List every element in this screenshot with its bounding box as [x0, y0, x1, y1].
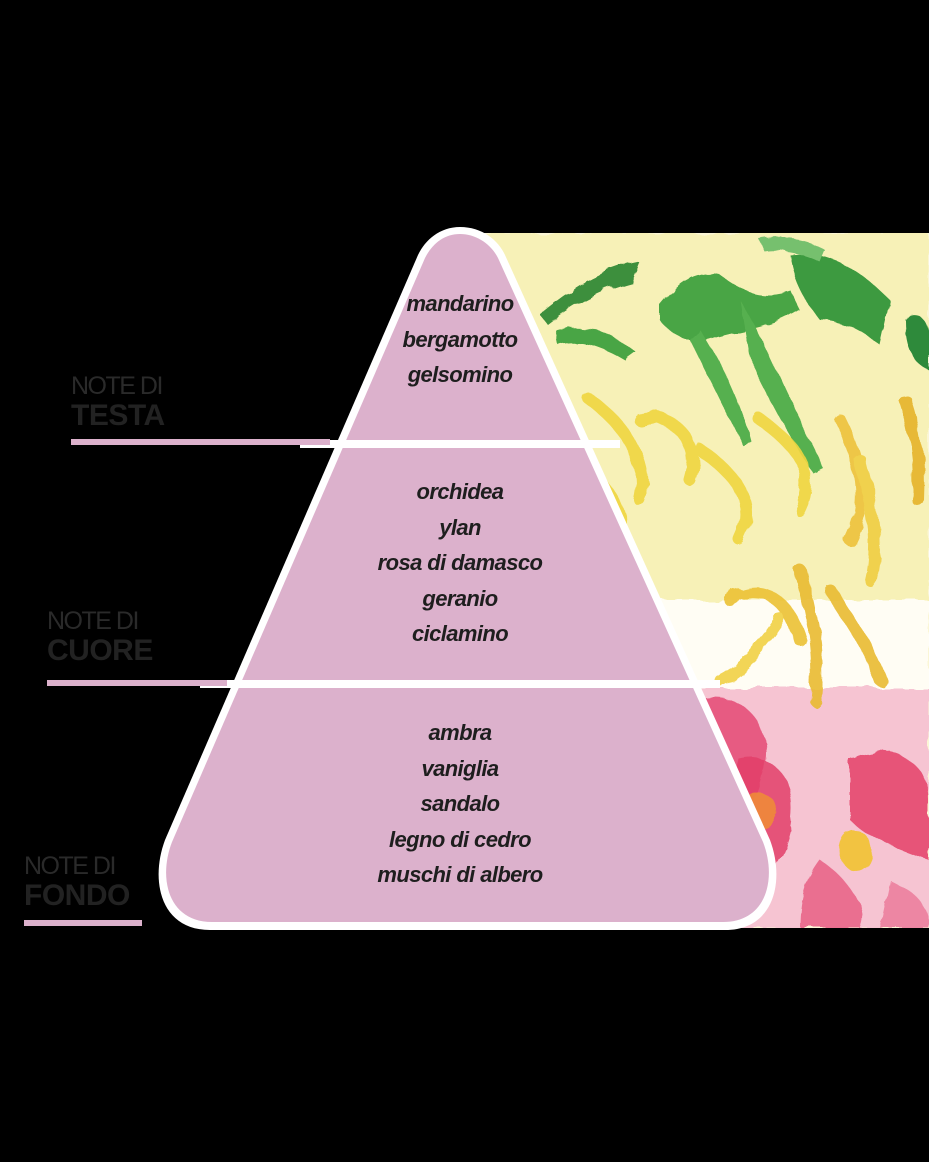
notes-list-testa: mandarino bergamotto gelsomino [340, 286, 580, 393]
tier-divider-middle [200, 680, 720, 688]
note-item: ciclamino [411, 621, 509, 646]
pyramid-fill [166, 234, 769, 922]
rule-cuore [47, 680, 227, 686]
notes-list-cuore: orchidea ylan rosa di damasco geranio ci… [300, 474, 620, 652]
note-item: vaniglia [421, 755, 499, 781]
tier-divider-top [300, 440, 620, 448]
note-item: geranio [422, 585, 498, 611]
tier-label-main: CUORE [47, 634, 153, 667]
tier-label-main: FONDO [24, 879, 130, 912]
rule-testa [71, 439, 330, 445]
tier-label-testa: NOTE DI TESTA [71, 374, 165, 431]
note-item: bergamotto [402, 326, 518, 352]
note-item: orchidea [416, 479, 505, 504]
tier-label-prefix: NOTE DI [71, 372, 163, 400]
tier-label-fondo: NOTE DI FONDO [24, 854, 130, 911]
tier-label-cuore: NOTE DI CUORE [47, 609, 153, 666]
yellow-ylang-flower-icon [584, 394, 925, 706]
note-item: mandarino [406, 291, 514, 316]
note-item: muschi di albero [377, 862, 543, 887]
note-item: gelsomino [407, 362, 513, 387]
notes-list-fondo: ambra vaniglia sandalo legno di cedro mu… [300, 715, 620, 893]
note-item: legno di cedro [389, 826, 532, 852]
tier-label-prefix: NOTE DI [47, 607, 139, 635]
note-item: ambra [428, 720, 492, 745]
note-item: ylan [439, 514, 481, 540]
tier-label-main: TESTA [71, 399, 165, 432]
note-item: sandalo [420, 791, 501, 816]
rule-fondo [24, 920, 142, 926]
green-leaves-icon [540, 238, 929, 475]
tier-label-prefix: NOTE DI [24, 852, 116, 880]
note-item: rosa di damasco [377, 550, 543, 575]
